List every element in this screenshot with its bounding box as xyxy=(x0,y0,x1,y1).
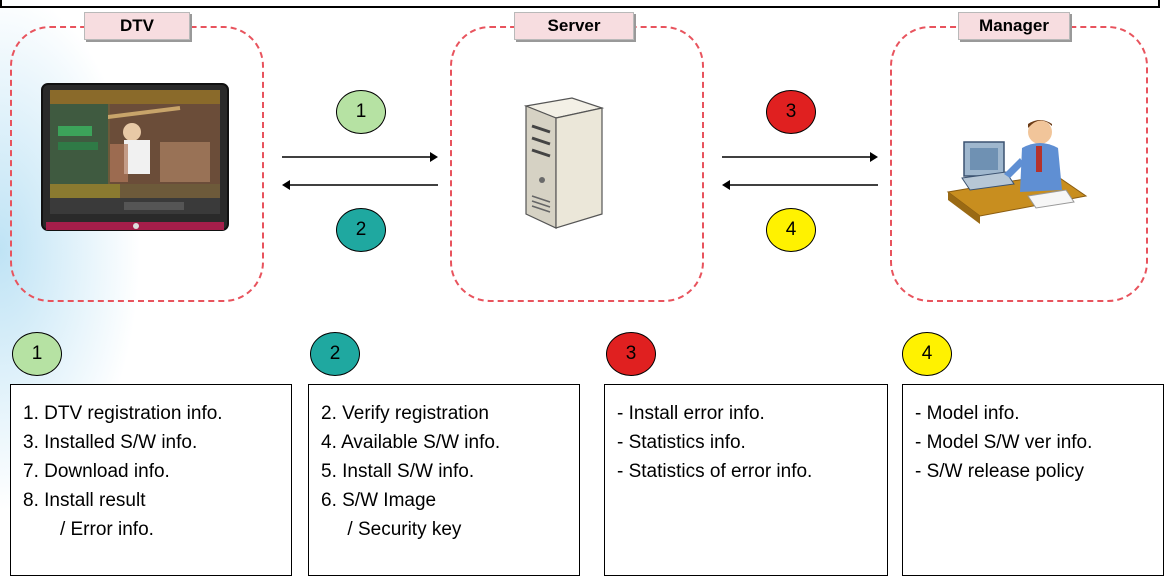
info-line: - S/W release policy xyxy=(915,461,1084,482)
info-box-2: 2. Verify registration 4. Available S/W … xyxy=(308,384,580,576)
info-line: / Error info. xyxy=(23,519,154,540)
info-line: 5. Install S/W info. xyxy=(321,461,475,482)
manager-at-desk-icon xyxy=(946,120,1088,224)
legend-badge-2: 2 xyxy=(310,332,360,376)
flow-badge-2: 2 xyxy=(336,208,386,252)
arrow-server-to-dtv xyxy=(282,180,438,190)
legend-badge-1: 1 xyxy=(12,332,62,376)
info-line: - Install error info. xyxy=(617,403,765,424)
info-box-4: - Model info. - Model S/W ver info. - S/… xyxy=(902,384,1164,576)
info-line: 8. Install result xyxy=(23,490,146,511)
legend-badge-4: 4 xyxy=(902,332,952,376)
frame-top-border xyxy=(0,0,1160,8)
info-line: 6. S/W Image xyxy=(321,490,437,511)
info-box-1: 1. DTV registration info. 3. Installed S… xyxy=(10,384,292,576)
arrow-server-to-manager xyxy=(722,152,878,162)
tv-screen-icon xyxy=(41,83,229,231)
arrow-dtv-to-server xyxy=(282,152,438,162)
arrow-manager-to-server xyxy=(722,180,878,190)
flow-badge-3: 3 xyxy=(766,90,816,134)
legend-badge-3: 3 xyxy=(606,332,656,376)
info-line: 2. Verify registration xyxy=(321,403,489,424)
flow-badge-1: 1 xyxy=(336,90,386,134)
info-line: - Model S/W ver info. xyxy=(915,432,1093,453)
info-line: / Security key xyxy=(321,519,462,540)
info-line: 1. DTV registration info. xyxy=(23,403,223,424)
info-line: - Statistics info. xyxy=(617,432,746,453)
info-line: - Model info. xyxy=(915,403,1020,424)
server-tower-icon xyxy=(523,97,605,229)
info-line: 7. Download info. xyxy=(23,461,170,482)
info-line: - Statistics of error info. xyxy=(617,461,813,482)
manager-label: Manager xyxy=(958,12,1070,40)
info-box-3: - Install error info. - Statistics info.… xyxy=(604,384,888,576)
dtv-label: DTV xyxy=(84,12,190,40)
info-line: 4. Available S/W info. xyxy=(321,432,501,453)
server-label: Server xyxy=(514,12,634,40)
info-line: 3. Installed S/W info. xyxy=(23,432,198,453)
flow-badge-4: 4 xyxy=(766,208,816,252)
